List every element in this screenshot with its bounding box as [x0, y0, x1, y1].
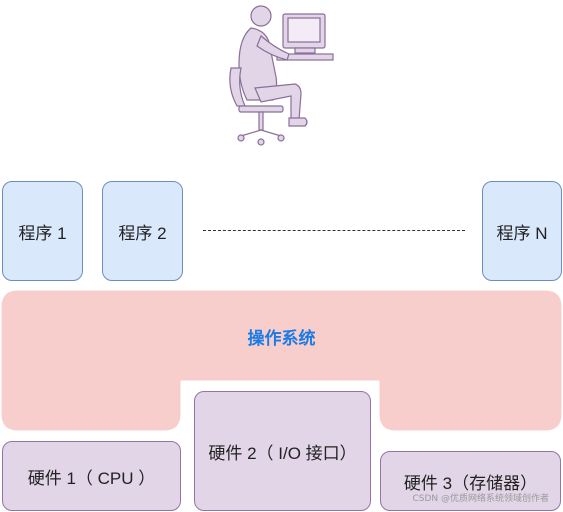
program-1-label: 程序 1: [18, 223, 67, 243]
program-n-box: 程序 N: [482, 181, 562, 281]
user-at-computer-icon: [229, 5, 334, 146]
program-1-box: 程序 1: [2, 181, 83, 281]
hardware-2-label: 硬件 2（ I/O 接口）: [208, 443, 357, 463]
program-n-label: 程序 N: [496, 223, 548, 243]
hardware-2-box: 硬件 2（ I/O 接口）: [194, 391, 371, 511]
hardware-3-label: 硬件 3（存储器）: [403, 473, 538, 493]
operating-system-label: 操作系统: [247, 328, 316, 348]
hardware-1-box: 硬件 1（ CPU ）: [2, 441, 181, 511]
ellipsis-connector: [203, 230, 465, 231]
program-2-label: 程序 2: [118, 223, 167, 243]
hardware-3-box: 硬件 3（存储器）: [380, 451, 561, 511]
watermark: CSDN @优质网络系统领域创作者: [412, 494, 549, 504]
hardware-1-label: 硬件 1（ CPU ）: [27, 468, 156, 488]
program-2-box: 程序 2: [102, 181, 183, 281]
